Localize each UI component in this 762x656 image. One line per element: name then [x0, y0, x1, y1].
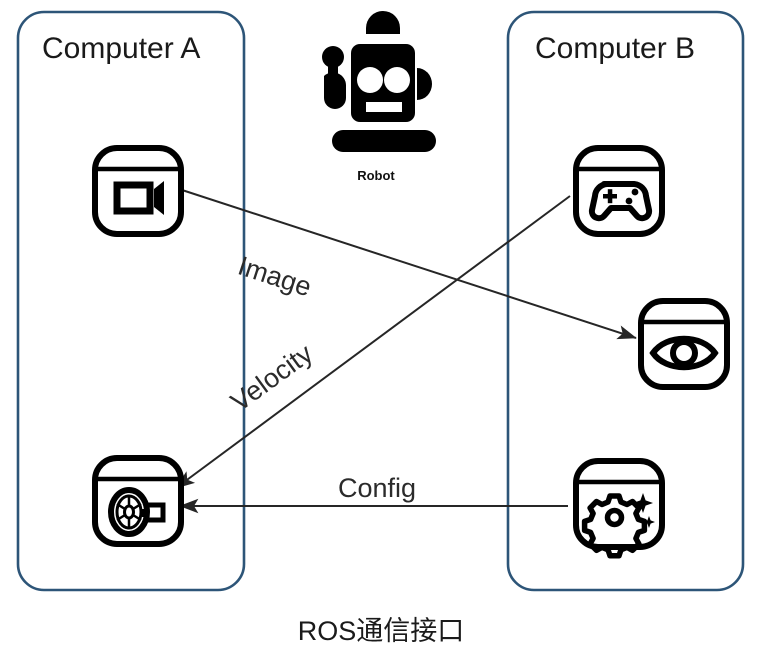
panel-computer-a-box: [16, 10, 246, 592]
camera-app-frame: [92, 145, 184, 237]
eye-icon: [649, 335, 719, 371]
node-viewer[interactable]: [638, 298, 730, 390]
diagram-caption: ROS通信接口: [298, 616, 465, 646]
panel-computer-a-title: Computer A: [42, 32, 200, 65]
node-gamepad[interactable]: [573, 145, 665, 237]
panel-computer-b-title: Computer B: [535, 32, 695, 65]
image-edge-line: [181, 189, 637, 340]
node-camera[interactable]: [92, 145, 184, 237]
gamepad-app-frame: [573, 145, 665, 237]
robot-icon: [322, 11, 436, 152]
gear-sparkle-icon: [581, 493, 655, 559]
panel-computer-b-box: [506, 10, 745, 592]
velocity-edge-line: [175, 195, 571, 489]
video-camera-icon: [113, 181, 164, 215]
motor-icon: [108, 487, 166, 537]
panel-computer-b[interactable]: Computer B: [506, 10, 745, 592]
panel-computer-a[interactable]: Computer A: [16, 10, 246, 592]
node-settings[interactable]: [573, 458, 665, 559]
node-motor[interactable]: [92, 455, 184, 547]
gamepad-icon: [588, 181, 653, 222]
image-edge-label: Image: [234, 251, 315, 303]
config-edge-label: Config: [338, 473, 416, 503]
robot-label: Robot: [357, 168, 395, 183]
